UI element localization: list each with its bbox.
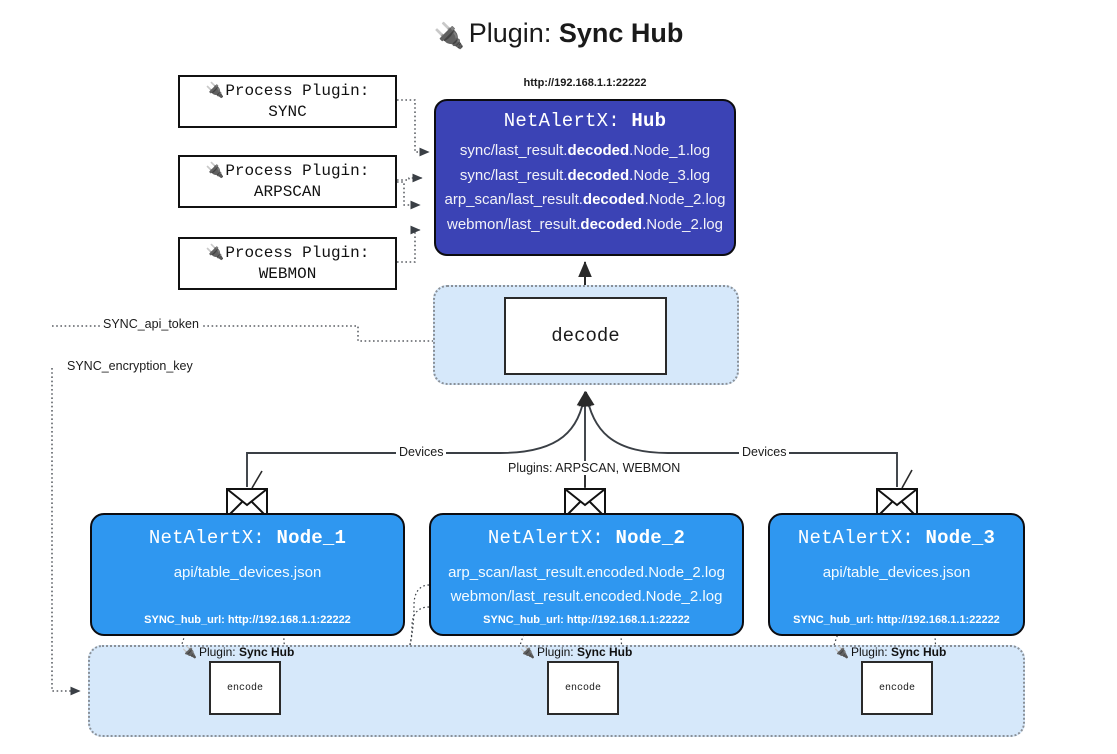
decode-box[interactable]: decode bbox=[504, 297, 667, 375]
process-plugin-title: Process Plugin: bbox=[225, 82, 370, 101]
node-box-node-2[interactable]: NetAlertX: Node_2 arp_scan/last_result.e… bbox=[429, 513, 744, 636]
encode-box-node-1[interactable]: encode bbox=[209, 661, 281, 715]
process-plugin-box-arpscan[interactable]: 🔌Process Plugin: ARPSCAN bbox=[178, 155, 397, 208]
node-line: api/table_devices.json bbox=[822, 564, 971, 581]
node-footer: SYNC_hub_url: http://192.168.1.1:22222 bbox=[483, 614, 690, 626]
plug-icon: 🔌 bbox=[834, 645, 849, 659]
hub-box[interactable]: NetAlertX: Hub sync/last_result.decoded.… bbox=[434, 99, 736, 256]
edge-label-plugins-center: Plugins: ARPSCAN, WEBMON bbox=[505, 461, 684, 475]
hub-log-row: webmon/last_result.decoded.Node_2.log bbox=[447, 215, 723, 233]
hub-log-row: sync/last_result.decoded.Node_3.log bbox=[459, 166, 711, 184]
plug-icon: 🔌 bbox=[205, 161, 225, 180]
process-plugin-name: WEBMON bbox=[258, 264, 317, 283]
node-header: NetAlertX: Node_2 bbox=[487, 527, 686, 549]
node-line: webmon/last_result.encoded.Node_2.log bbox=[450, 588, 723, 606]
encode-plugin-label: 🔌Plugin: Sync Hub bbox=[834, 645, 947, 659]
process-plugin-box-webmon[interactable]: 🔌Process Plugin: WEBMON bbox=[178, 237, 397, 290]
edge-label-devices-right: Devices bbox=[739, 445, 790, 459]
node-lines: api/table_devices.json bbox=[174, 561, 322, 585]
hub-log-row: arp_scan/last_result.decoded.Node_2.log bbox=[444, 191, 726, 209]
hub-header-name: Hub bbox=[631, 110, 667, 132]
secret-label-api-token: SYNC_api_token bbox=[100, 317, 202, 331]
hub-url: http://192.168.1.1:22222 bbox=[523, 77, 647, 89]
node-line: api/table_devices.json bbox=[173, 564, 322, 581]
page-title-strong: Sync Hub bbox=[558, 18, 684, 48]
hub-header-prefix: NetAlertX: bbox=[503, 110, 632, 132]
plug-icon: 🔌 bbox=[205, 243, 225, 262]
node-line: arp_scan/last_result.encoded.Node_2.log bbox=[448, 564, 725, 581]
node-footer: SYNC_hub_url: http://192.168.1.1:22222 bbox=[793, 614, 1000, 626]
plug-icon: 🔌 bbox=[205, 81, 225, 100]
encode-box-node-3[interactable]: encode bbox=[861, 661, 933, 715]
edge-label-devices-left: Devices bbox=[396, 445, 447, 459]
node-header: NetAlertX: Node_3 bbox=[797, 527, 996, 549]
process-plugin-name: SYNC bbox=[268, 102, 307, 121]
page-title-lead: Plugin: bbox=[468, 18, 559, 48]
plug-icon: 🔌 bbox=[182, 645, 197, 659]
node-header: NetAlertX: Node_1 bbox=[148, 527, 347, 549]
secret-label-encryption-key: SYNC_encryption_key bbox=[64, 359, 196, 373]
secret-connectors bbox=[51, 325, 496, 696]
encode-plugin-label: 🔌Plugin: Sync Hub bbox=[520, 645, 633, 659]
node-box-node-1[interactable]: NetAlertX: Node_1 api/table_devices.json… bbox=[90, 513, 405, 636]
plug-icon: 🔌 bbox=[520, 645, 535, 659]
encode-plugin-label: 🔌Plugin: Sync Hub bbox=[182, 645, 295, 659]
node-lines: api/table_devices.json bbox=[823, 561, 971, 585]
node-footer: SYNC_hub_url: http://192.168.1.1:22222 bbox=[144, 614, 351, 626]
envelope-icon bbox=[226, 488, 268, 518]
envelope-icon bbox=[876, 488, 918, 518]
node-lines: arp_scan/last_result.encoded.Node_2.log … bbox=[448, 561, 725, 610]
plugin-to-hub-connectors bbox=[397, 99, 430, 263]
hub-log-row: sync/last_result.decoded.Node_1.log bbox=[459, 142, 711, 159]
process-plugin-title: Process Plugin: bbox=[225, 162, 370, 181]
page-title: 🔌Plugin: Sync Hub bbox=[0, 18, 1117, 51]
plug-icon: 🔌 bbox=[433, 22, 465, 50]
process-plugin-title: Process Plugin: bbox=[225, 244, 370, 263]
process-plugin-box-sync[interactable]: 🔌Process Plugin: SYNC bbox=[178, 75, 397, 128]
process-plugin-name: ARPSCAN bbox=[253, 182, 322, 201]
node-box-node-3[interactable]: NetAlertX: Node_3 api/table_devices.json… bbox=[768, 513, 1025, 636]
hub-header: NetAlertX: Hub bbox=[504, 110, 666, 132]
encode-box-node-2[interactable]: encode bbox=[547, 661, 619, 715]
